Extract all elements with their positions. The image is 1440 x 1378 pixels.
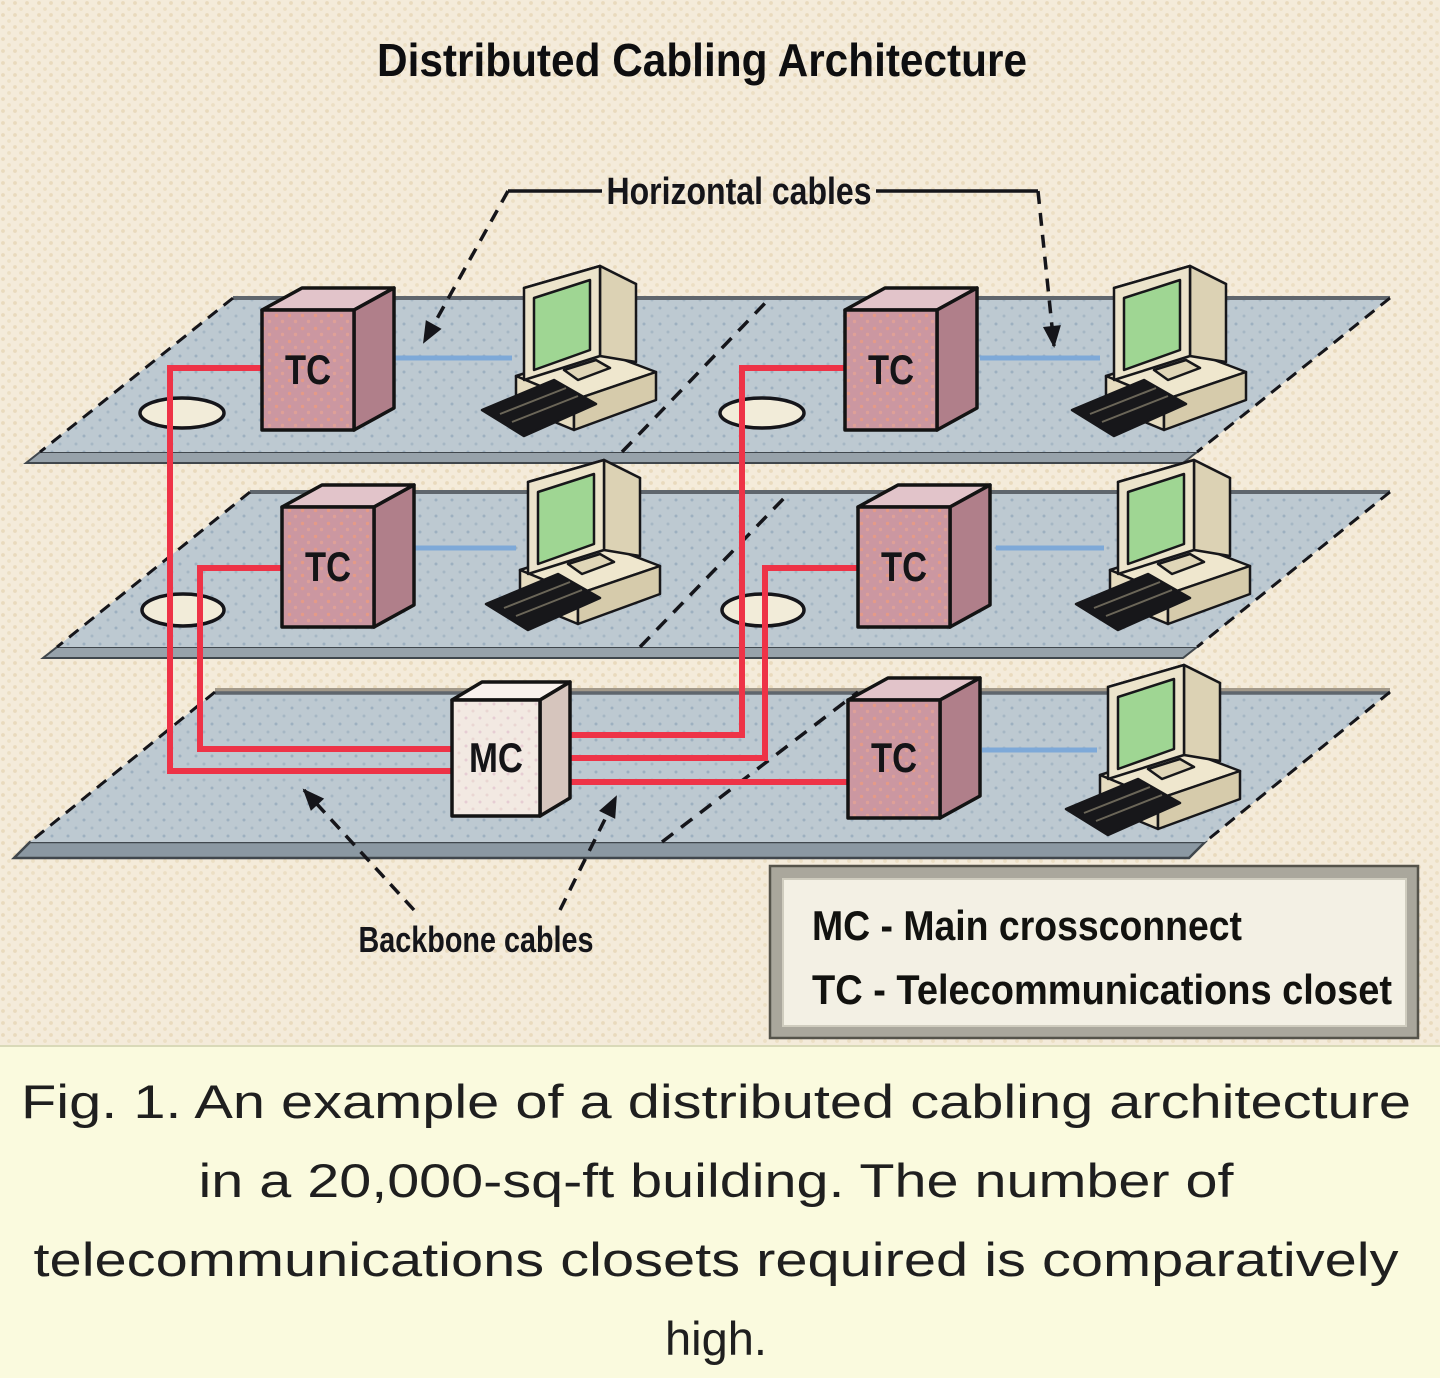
- backbone-cables: [167, 365, 860, 785]
- floor-3-edge: [10, 840, 1209, 860]
- diagram-title: Distributed Cabling Architecture: [377, 34, 1027, 86]
- backbone-cable: [568, 365, 847, 738]
- tc-box-label: TC: [871, 734, 917, 781]
- floor-2-edge: [40, 646, 1200, 659]
- floor-1-division-line: [620, 296, 772, 454]
- leader-arrow: [1036, 190, 1061, 348]
- floor-1-left-edge: [39, 296, 234, 454]
- backbone-cables-label: Backbone cables: [359, 919, 594, 960]
- floor-2-right-edge: [1196, 490, 1391, 649]
- tc-box-label: TC: [868, 346, 914, 393]
- floor-hole: [138, 396, 226, 430]
- tc-box: TC: [280, 483, 416, 629]
- tc-box-label: TC: [285, 346, 331, 393]
- tc-box: TC: [843, 286, 979, 432]
- mc-box: MC: [450, 680, 572, 818]
- mc-box-label: MC: [469, 734, 523, 781]
- caption-line-4: high.: [665, 1312, 767, 1365]
- backbone-cable: [197, 565, 452, 752]
- backbone-cable: [167, 365, 452, 774]
- floor-2-division-line: [638, 490, 792, 649]
- backbone-cable: [568, 565, 860, 761]
- tc-box: TC: [846, 676, 982, 820]
- tc-box-label: TC: [305, 543, 351, 590]
- backbone-cables-annotation: Backbone cables: [302, 788, 618, 960]
- legend-box: MC - Main crossconnect TC - Telecommunic…: [768, 864, 1420, 1040]
- tc-box: TC: [260, 286, 396, 432]
- floor-hole: [140, 592, 226, 628]
- floor-1-right-edge: [1196, 296, 1391, 454]
- tc-box: TC: [856, 483, 992, 629]
- tc-box-label: TC: [881, 543, 927, 590]
- legend-panel: [782, 878, 1407, 1027]
- floor-2-left-edge: [56, 490, 251, 649]
- floor-3-division-line: [660, 690, 860, 844]
- floor-hole: [718, 396, 806, 430]
- caption-line-3: telecommunications closets required is c…: [34, 1233, 1400, 1286]
- horizontal-cables-annotation: Horizontal cables: [422, 171, 1061, 348]
- leader-arrow: [302, 788, 416, 912]
- tc-boxes: TC TC TC TC TC: [260, 286, 992, 820]
- floor-1-edge: [23, 451, 1200, 464]
- legend-item-mc: MC - Main crossconnect: [812, 902, 1242, 949]
- leader-arrow: [422, 190, 510, 344]
- floor-3-slab: [30, 692, 1390, 842]
- legend-item-tc: TC - Telecommunications closet: [812, 966, 1392, 1013]
- figure-caption: Fig. 1. An example of a distributed cabl…: [0, 1045, 1440, 1378]
- caption-line-2: in a 20,000-sq-ft building. The number o…: [199, 1154, 1235, 1207]
- caption-line-1: Fig. 1. An example of a distributed cabl…: [21, 1075, 1411, 1128]
- horizontal-cables-label: Horizontal cables: [607, 171, 872, 213]
- caption-background: [0, 1046, 1440, 1378]
